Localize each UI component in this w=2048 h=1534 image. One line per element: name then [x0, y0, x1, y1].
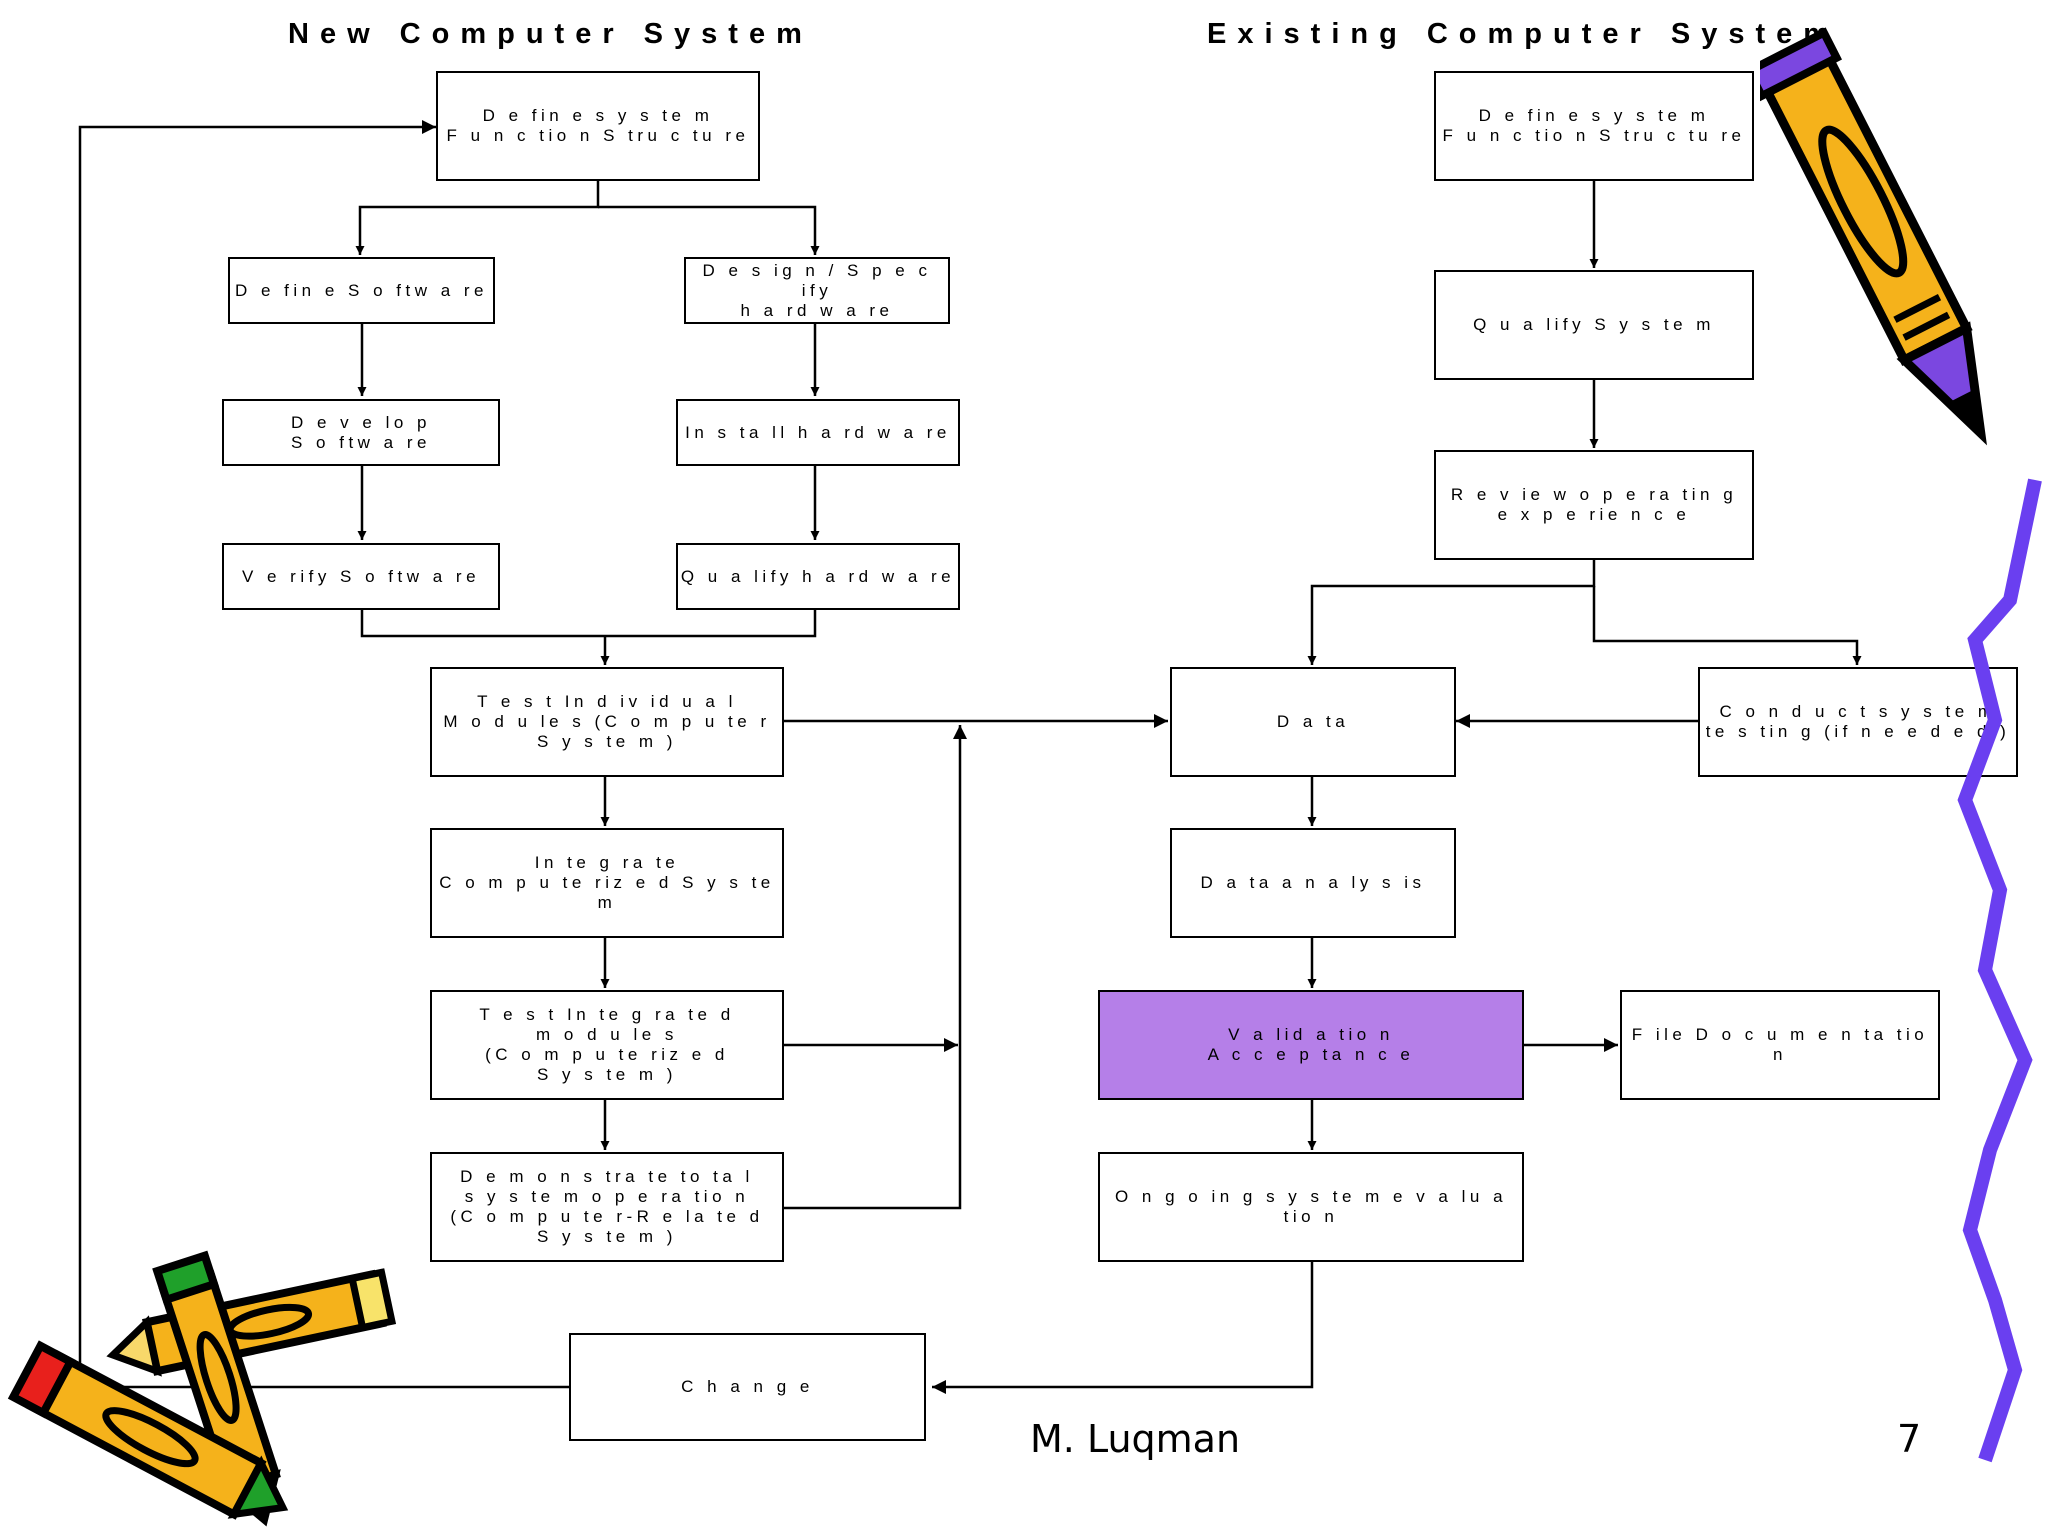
box-demonstrate-operation: D e m o n s tra te to ta l s y s te m o … — [430, 1152, 784, 1262]
box-verify-software: V e rify S o ftw a re — [222, 543, 500, 610]
page-number: 7 — [1897, 1417, 1922, 1461]
box-existing-define-system: D e fin e s y s te m F u n c tio n S tru… — [1434, 71, 1754, 181]
box-data-analysis: D a ta a n a ly s is — [1170, 828, 1456, 938]
box-ongoing-evaluation: O n g o in g s y s te m e v a lu a tio n — [1098, 1152, 1524, 1262]
crayons-clipart — [7, 1250, 397, 1527]
box-define-software: D e fin e S o ftw a re — [228, 257, 495, 324]
box-conduct-testing: C o n d u c t s y s te m te s tin g (if … — [1698, 667, 2018, 777]
box-review-experience: R e v ie w o p e ra tin g e x p e rie n … — [1434, 450, 1754, 560]
box-file-documentation: F ile D o c u m e n ta tio n — [1620, 990, 1940, 1100]
box-change: C h a n g e — [569, 1333, 926, 1441]
box-test-integrated-modules: T e s t In te g ra te d m o d u le s (C … — [430, 990, 784, 1100]
footer-author: M. Luqman — [1030, 1417, 1241, 1461]
box-develop-software: D e v e lo p S o ftw a re — [222, 399, 500, 466]
box-design-hardware: D e s ig n / S p e c ify h a rd w a re — [684, 257, 950, 324]
box-integrate-system: In te g ra te C o m p u te riz e d S y s… — [430, 828, 784, 938]
heading-existing-system: Existing Computer System — [1207, 18, 1841, 50]
box-qualify-hardware: Q u a lify h a rd w a re — [676, 543, 960, 610]
box-qualify-system: Q u a lify S y s te m — [1434, 270, 1754, 380]
squiggle-line-clipart — [1957, 478, 2042, 1463]
box-test-individual-modules: T e s t In d iv id u a l M o d u le s (C… — [430, 667, 784, 777]
box-data: D a ta — [1170, 667, 1456, 777]
box-validation-acceptance: V a lid a tio n A c c e p ta n c e — [1098, 990, 1524, 1100]
pencil-clipart — [1760, 27, 1987, 446]
heading-new-system: New Computer System — [288, 18, 813, 50]
box-new-define-system: D e fin e s y s te m F u n c tio n S tru… — [436, 71, 760, 181]
box-install-hardware: In s ta ll h a rd w a re — [676, 399, 960, 466]
